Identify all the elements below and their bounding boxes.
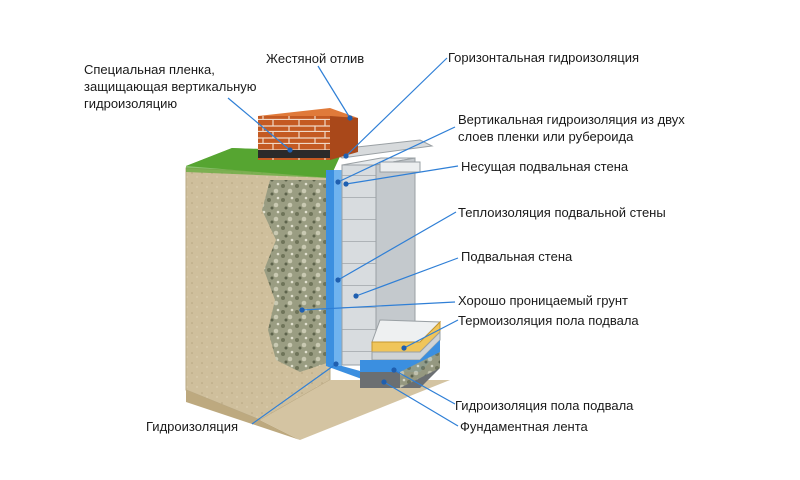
brick-wall — [258, 108, 358, 160]
label-special-film: Специальная пленка, защищающая вертикаль… — [84, 61, 257, 112]
label-special-film-line-3: гидроизоляцию — [84, 96, 178, 111]
pointer-waterproofing — [251, 363, 337, 425]
label-floor-waterproofing: Гидроизоляция пола подвала — [455, 398, 634, 413]
pointer-wall-insulation — [337, 211, 457, 281]
gravel-layer — [262, 180, 330, 372]
label-permeable-soil: Хорошо проницаемый грунт — [458, 293, 628, 308]
label-basement-wall: Подвальная стена — [461, 249, 573, 264]
label-vertical-waterproofing: Вертикальная гидроизоляция из двух слоев… — [458, 111, 685, 145]
dot-load-bearing — [343, 181, 349, 187]
label-wall-insulation: Теплоизоляция подвальной стены — [458, 205, 666, 220]
pointer-special-film — [227, 97, 291, 151]
label-floor-insulation: Термоизоляция пола подвала — [458, 313, 639, 328]
dot-horizontal — [343, 153, 349, 159]
label-special-film-line-1: Специальная пленка, — [84, 62, 215, 77]
dot-foundation — [381, 379, 387, 385]
pointer-floor-waterproofing — [393, 369, 456, 405]
label-vertical-waterproofing-line-1: Вертикальная гидроизоляция из двух — [458, 112, 685, 127]
basement-block-wall — [341, 157, 416, 366]
wall-top-slab — [328, 139, 434, 173]
dot-floor-waterproofing — [391, 367, 397, 373]
label-waterproofing: Гидроизоляция — [146, 419, 239, 434]
label-foundation-strip: Фундаментная лента — [460, 419, 588, 434]
pointer-floor-insulation — [403, 319, 459, 349]
pointer-foundation — [383, 381, 459, 427]
pointer-dots — [287, 115, 407, 385]
label-special-film-line-2: защищающая вертикальную — [84, 79, 257, 94]
pointer-vertical — [337, 126, 456, 183]
pointer-permeable-soil — [301, 301, 456, 311]
label-vertical-waterproofing-line-2: слоев пленки или рубероида — [458, 129, 634, 144]
dot-tin-drip — [347, 115, 353, 121]
dot-wall-insulation — [335, 277, 341, 283]
dot-vertical — [335, 179, 341, 185]
label-horizontal-waterproofing: Горизонтальная гидроизоляция — [448, 50, 640, 65]
dot-floor-insulation — [401, 345, 407, 351]
label-tin-drip: Жестяной отлив — [266, 51, 365, 66]
dot-permeable-soil — [299, 307, 305, 313]
pointer-tin-drip — [317, 65, 351, 119]
pointer-lines — [227, 57, 459, 427]
label-load-bearing-wall: Несущая подвальная стена — [461, 159, 629, 174]
pointer-horizontal — [345, 57, 448, 157]
dot-basement-wall — [353, 293, 359, 299]
dot-special-film — [287, 147, 293, 153]
basement-floor — [360, 319, 442, 388]
dot-waterproofing — [333, 361, 339, 367]
pointer-load-bearing — [345, 165, 459, 185]
pointer-basement-wall — [355, 257, 459, 297]
